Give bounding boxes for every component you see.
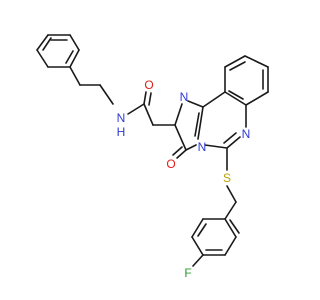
atom-f: F <box>184 266 191 280</box>
fluorobenzyl-thioether <box>191 147 240 267</box>
atom-s-thioether: S <box>223 171 231 185</box>
atom-h-amide: H <box>117 125 126 139</box>
pyrimidine-ring <box>204 104 247 149</box>
atom-n-imidazole: N <box>180 90 189 104</box>
atom-o-amide: O <box>144 78 153 92</box>
atom-n-amide: N <box>117 111 126 125</box>
amide-group <box>127 91 176 126</box>
benzo-ring <box>202 55 269 108</box>
atom-n-bridge: N <box>198 140 207 154</box>
imidazolone-ring <box>172 100 204 159</box>
molecule-canvas: N H O N N N O S F <box>36 34 269 280</box>
phenyl-ring <box>36 34 80 68</box>
molecule-structure: N H O N N N O S F <box>36 34 269 280</box>
ethyl-linker <box>69 66 114 105</box>
atom-n-quinazoline: N <box>242 127 251 141</box>
atom-o-ketone: O <box>166 157 175 171</box>
